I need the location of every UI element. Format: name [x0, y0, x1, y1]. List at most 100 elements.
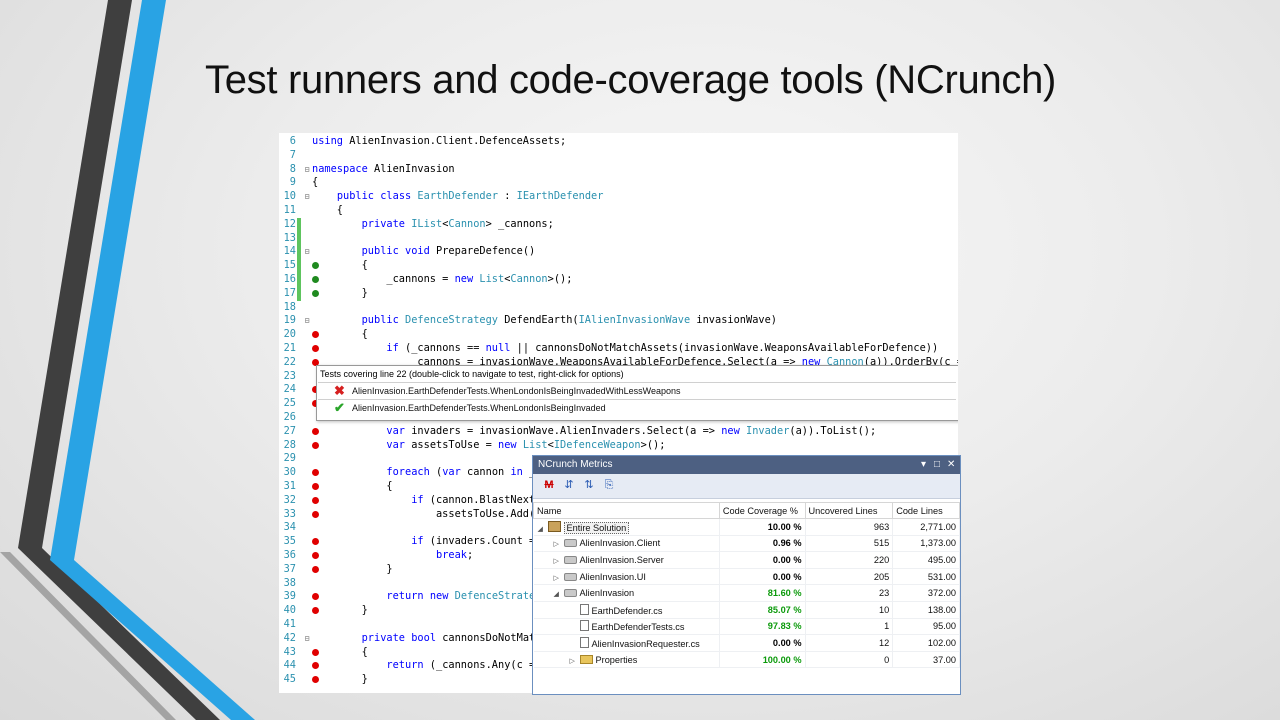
column-header-uncovered[interactable]: Uncovered Lines: [804, 502, 894, 519]
code-line[interactable]: 12 private IList<Cannon> _cannons;: [279, 217, 958, 232]
close-icon[interactable]: ✕: [947, 459, 956, 470]
uncovered-marker-icon[interactable]: [312, 662, 319, 670]
code-line[interactable]: 17 }: [279, 286, 958, 301]
expander-icon[interactable]: ◢: [537, 525, 543, 533]
collapse-icon[interactable]: ⊟: [304, 633, 310, 643]
expand-all-icon[interactable]: ⇵: [564, 479, 574, 491]
uncovered-marker-icon[interactable]: [312, 676, 319, 684]
collapse-icon[interactable]: ⊟: [304, 164, 310, 174]
code-line[interactable]: 26: [279, 411, 958, 425]
code-line[interactable]: 25: [279, 397, 958, 411]
collapse-icon[interactable]: ⊟: [304, 192, 310, 202]
code-line[interactable]: 7: [279, 149, 958, 163]
code-line[interactable]: 27 var invaders = invasionWave.AlienInva…: [279, 425, 958, 439]
uncovered-marker-icon[interactable]: [312, 496, 319, 504]
code-line[interactable]: 42⊟ private bool cannonsDoNotMat: [279, 632, 958, 646]
code-line[interactable]: 32 if (cannon.BlastNext: [279, 494, 958, 508]
code-lines-cell: 2,771.00: [892, 518, 960, 536]
collapse-icon[interactable]: ⊟: [304, 316, 310, 326]
uncovered-marker-icon[interactable]: [312, 648, 319, 656]
code-line[interactable]: 36 break;: [279, 549, 958, 563]
expander-icon[interactable]: ▷: [553, 541, 559, 549]
uncovered-marker-icon[interactable]: [312, 510, 319, 518]
code-line[interactable]: 23: [279, 370, 958, 384]
column-header-code-lines[interactable]: Code Lines: [892, 502, 960, 519]
code-line[interactable]: 19⊟ public DefenceStrategy DefendEarth(I…: [279, 314, 958, 328]
code-line[interactable]: 28 var assetsToUse = new List<IDefenceWe…: [279, 439, 958, 453]
code-line[interactable]: 30 foreach (var cannon in _: [279, 466, 958, 480]
code-line[interactable]: 43 {: [279, 646, 958, 660]
code-line[interactable]: 24: [279, 383, 958, 397]
expander-icon[interactable]: ◢: [553, 591, 559, 599]
code-line[interactable]: 41: [279, 618, 958, 632]
line-number: 9: [289, 176, 296, 189]
covering-test-row[interactable]: ✖AlienInvasion.EarthDefenderTests.WhenLo…: [318, 382, 956, 399]
export-icon[interactable]: ⎘: [604, 479, 614, 491]
code-line[interactable]: 22 _cannons = invasionWave.WeaponsAvaila…: [279, 356, 958, 370]
code-line[interactable]: 38: [279, 577, 958, 591]
collapse-all-icon[interactable]: ⇅: [584, 479, 594, 491]
uncovered-marker-icon[interactable]: [312, 469, 319, 477]
expander-icon[interactable]: ▷: [553, 574, 559, 582]
uncovered-marker-icon[interactable]: [312, 565, 319, 573]
code-line[interactable]: 13: [279, 231, 958, 246]
code-line[interactable]: 37 }: [279, 563, 958, 577]
uncovered-marker-icon[interactable]: [312, 358, 319, 366]
uncovered-marker-icon[interactable]: [312, 427, 319, 435]
metrics-m-icon[interactable]: M: [544, 479, 554, 491]
code-line[interactable]: 16 _cannons = new List<Cannon>();: [279, 273, 958, 287]
code-line[interactable]: 34: [279, 521, 958, 535]
uncovered-marker-icon[interactable]: [312, 483, 319, 490]
code-line[interactable]: 20 {: [279, 328, 958, 342]
code-line[interactable]: 14⊟ public void PrepareDefence(): [279, 245, 958, 260]
uncovered-marker-icon[interactable]: [312, 400, 319, 408]
code-line[interactable]: 33 assetsToUse.Add(: [279, 508, 958, 522]
expander-icon[interactable]: ▷: [569, 657, 575, 665]
uncovered-marker-icon[interactable]: [312, 607, 319, 615]
covered-marker-icon[interactable]: [312, 289, 319, 297]
code-line[interactable]: 31 {: [279, 480, 958, 494]
code-line[interactable]: 10⊟ public class EarthDefender : IEarthD…: [279, 190, 958, 204]
column-header-name[interactable]: Name: [533, 502, 720, 519]
uncovered-marker-icon[interactable]: [312, 538, 319, 546]
uncovered-marker-icon[interactable]: [312, 386, 319, 394]
code-line[interactable]: 39 return new DefenceStrate: [279, 590, 958, 604]
collapse-icon[interactable]: ⊟: [304, 247, 310, 257]
code-line[interactable]: 9{: [279, 176, 958, 190]
metrics-titlebar[interactable]: NCrunch Metrics ▾ □ ✕: [533, 456, 960, 474]
uncovered-marker-icon[interactable]: [312, 441, 319, 449]
dropdown-icon[interactable]: ▾: [921, 459, 927, 470]
expander-icon[interactable]: ▷: [553, 557, 559, 565]
uncovered-marker-icon[interactable]: [312, 331, 319, 339]
code-line[interactable]: 29: [279, 452, 958, 466]
code-line[interactable]: 18: [279, 301, 958, 315]
covering-tests-tooltip[interactable]: Tests covering line 22 (double-click to …: [316, 365, 958, 421]
covering-test-row[interactable]: ✔AlienInvasion.EarthDefenderTests.WhenLo…: [318, 399, 956, 416]
code-line[interactable]: 40 }: [279, 604, 958, 618]
uncovered-marker-icon[interactable]: [312, 552, 319, 559]
maximize-icon[interactable]: □: [934, 459, 941, 470]
column-header-coverage[interactable]: Code Coverage %: [718, 502, 806, 519]
code-line[interactable]: 11 {: [279, 204, 958, 218]
ncrunch-metrics-panel[interactable]: NCrunch Metrics ▾ □ ✕ M ⇵ ⇅ ⎘ Name Code …: [532, 455, 961, 695]
covered-marker-icon[interactable]: [312, 276, 319, 283]
code-line[interactable]: 15 {: [279, 259, 958, 273]
code-line[interactable]: 8⊟namespace AlienInvasion: [279, 163, 958, 177]
code-line[interactable]: 35 if (invaders.Count =: [279, 535, 958, 549]
uncovered-marker-icon[interactable]: [312, 345, 319, 352]
code-line[interactable]: 21 if (_cannons == null || cannonsDoNotM…: [279, 342, 958, 356]
covered-marker-icon[interactable]: [312, 262, 319, 270]
code-line[interactable]: 45 }: [279, 673, 958, 687]
uncovered-marker-icon[interactable]: [312, 593, 319, 601]
